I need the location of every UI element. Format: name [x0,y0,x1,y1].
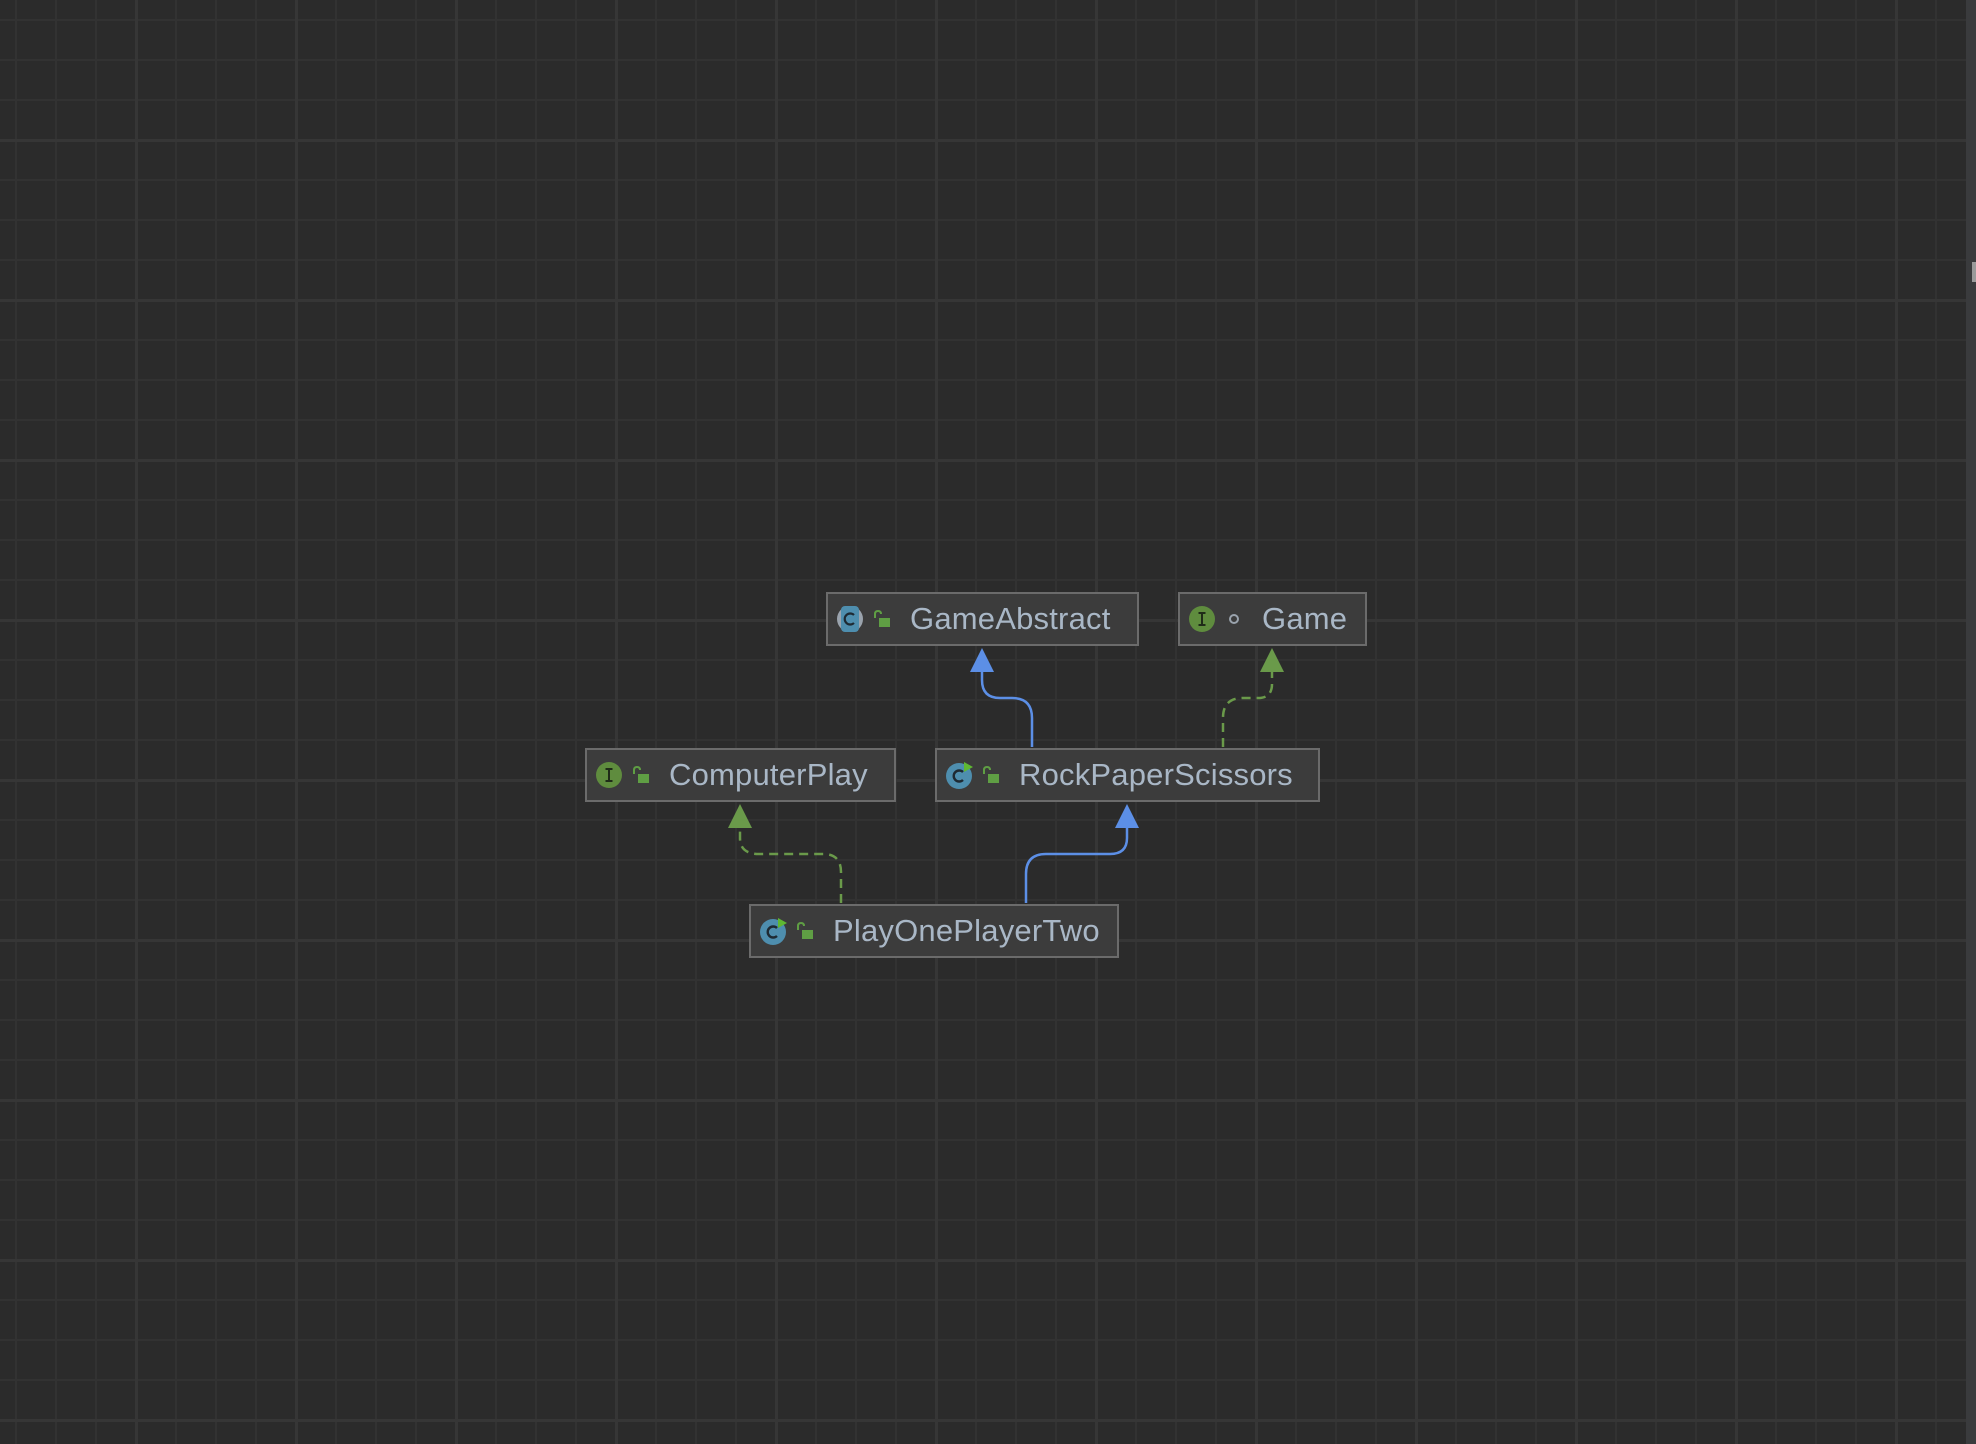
node-label: ComputerPlay [669,757,868,792]
abstract-class-icon [837,606,863,632]
node-label: Game [1262,601,1348,636]
node-game[interactable]: Game [1178,592,1367,646]
public-unlocked-icon [797,921,813,939]
node-computerplay[interactable]: ComputerPlay [585,748,896,802]
node-gameabstract[interactable]: GameAbstract [826,592,1139,646]
public-unlocked-icon [874,609,890,627]
public-unlocked-icon [983,765,999,783]
public-unlocked-icon [633,765,649,783]
node-label: GameAbstract [910,601,1111,636]
runnable-class-icon [946,762,973,789]
runnable-class-icon [760,918,787,945]
panel-edge-marker [1972,262,1976,282]
interface-icon [596,762,622,788]
node-playoneplayertwo[interactable]: PlayOnePlayerTwo [749,904,1119,958]
interface-icon [1189,606,1215,632]
right-panel-edge[interactable] [1966,0,1976,1444]
package-private-icon [1229,614,1239,624]
node-rockpaperscissors[interactable]: RockPaperScissors [935,748,1320,802]
node-label: PlayOnePlayerTwo [833,913,1100,948]
node-label: RockPaperScissors [1019,757,1293,792]
